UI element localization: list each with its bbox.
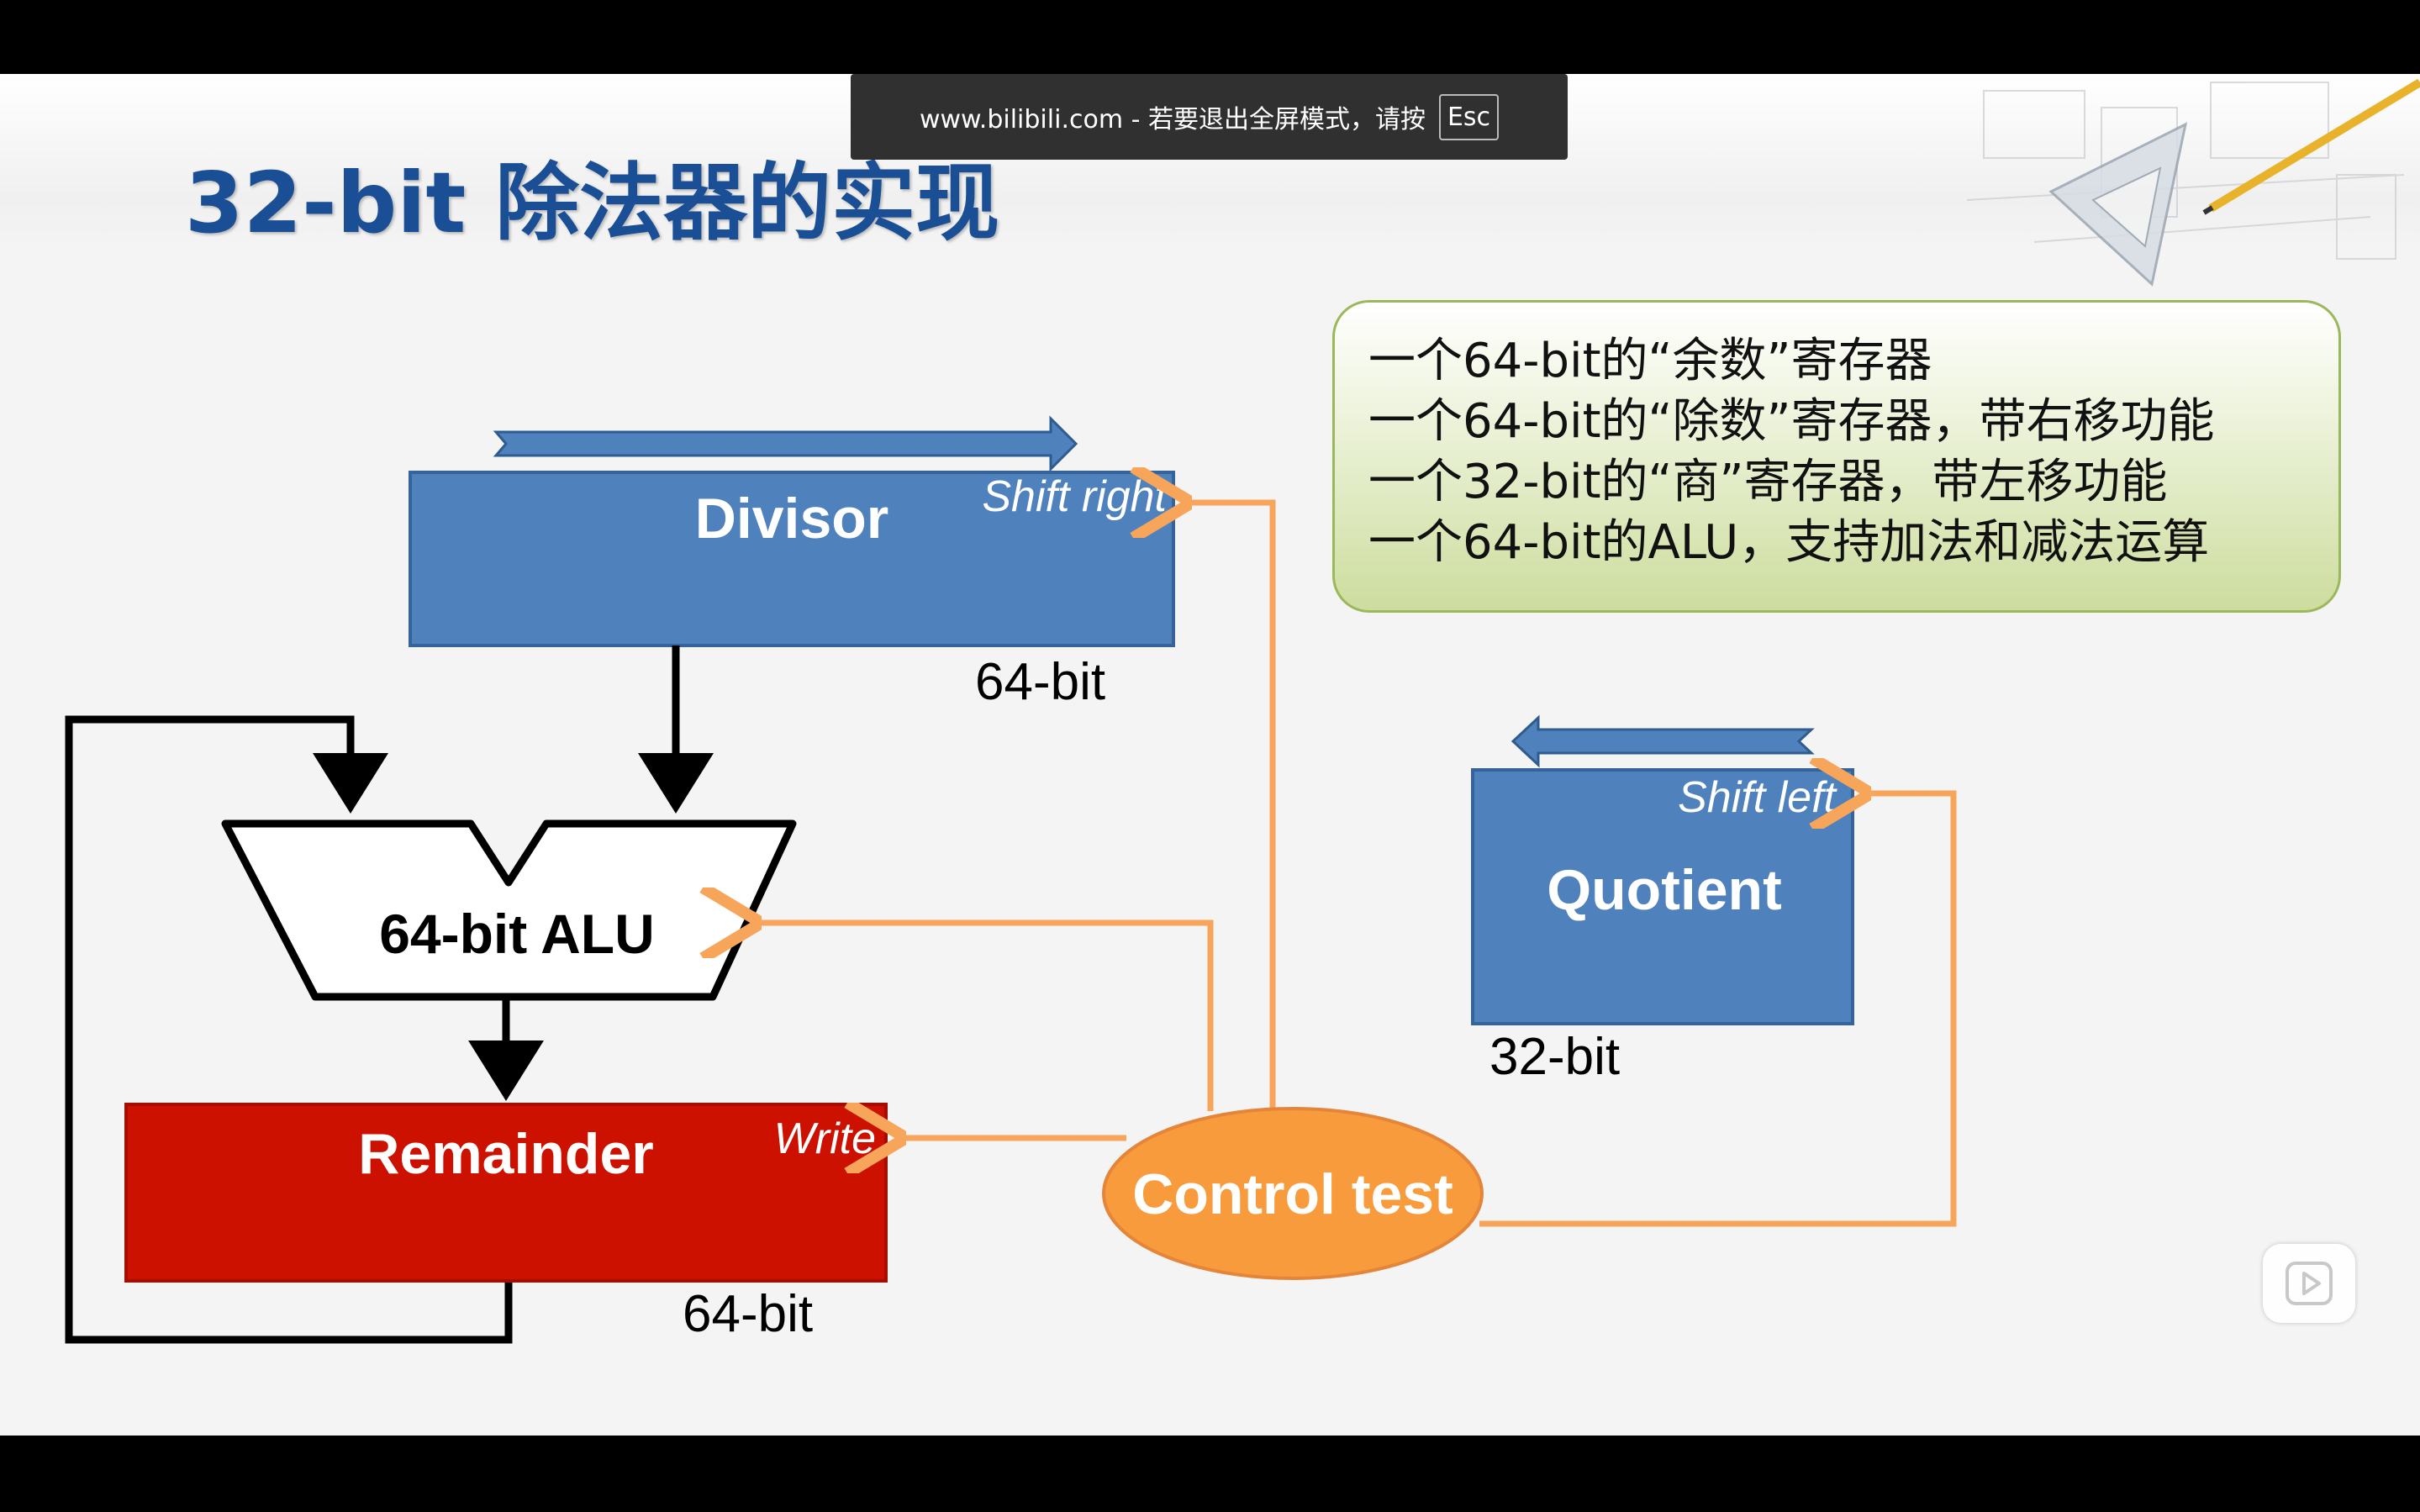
- alu-shape: [221, 819, 797, 1001]
- control-test-unit: [1102, 1107, 1484, 1280]
- play-icon: [2286, 1262, 2333, 1305]
- control-to-alu-wire: [750, 923, 1214, 1111]
- alu-label: 64-bit ALU: [379, 903, 655, 965]
- remainder-width-label: 64-bit: [683, 1285, 813, 1343]
- control-test-label: Control test: [1132, 1162, 1453, 1226]
- quotient-label: Quotient: [1547, 858, 1782, 922]
- remainder-feedback-wire: [65, 715, 513, 1344]
- top-black-bar: [0, 0, 2420, 74]
- divisor-width-label: 64-bit: [975, 653, 1105, 711]
- shift-left-arrow-icon: [1511, 714, 1815, 768]
- divisor-label: Divisor: [695, 487, 889, 551]
- esc-key-badge[interactable]: Esc: [1438, 93, 1500, 140]
- info-line: 一个64-bit的“余数”寄存器: [1368, 334, 1932, 388]
- divisor-register: [409, 471, 1175, 647]
- pencil-icon: [2208, 78, 2420, 213]
- quotient-width-label: 32-bit: [1489, 1028, 1620, 1086]
- control-to-divisor-wire: [1180, 503, 1276, 1108]
- remainder-label: Remainder: [358, 1122, 653, 1186]
- info-line: 一个64-bit的ALU，支持加法和减法运算: [1368, 515, 2210, 570]
- info-box: 一个64-bit的“余数”寄存器 一个64-bit的“除数”寄存器，带右移功能 …: [1332, 300, 2341, 613]
- remainder-register: [124, 1103, 888, 1283]
- divisor-shift-label: Shift right: [982, 472, 1168, 521]
- remainder-write-label: Write: [774, 1114, 876, 1163]
- info-line: 一个32-bit的“商”寄存器，带左移功能: [1368, 455, 2168, 509]
- info-line: 一个64-bit的“除数”寄存器，带右移功能: [1368, 394, 2215, 449]
- bottom-black-bar: [0, 1436, 2420, 1512]
- fullscreen-exit-toast: www.bilibili.com - 若要退出全屏模式，请按 Esc: [851, 74, 1568, 160]
- toast-message: www.bilibili.com - 若要退出全屏模式，请按: [919, 105, 1426, 134]
- play-button[interactable]: [2263, 1244, 2355, 1323]
- control-to-quotient-wire: [1479, 793, 1957, 1227]
- quotient-shift-label: Shift left: [1678, 773, 1837, 822]
- shift-right-arrow-icon: [493, 415, 1078, 472]
- slide-title: 32-bit 除法器的实现: [185, 154, 1000, 252]
- drafting-tools-decoration: [1966, 78, 2420, 287]
- quotient-register: [1471, 768, 1854, 1025]
